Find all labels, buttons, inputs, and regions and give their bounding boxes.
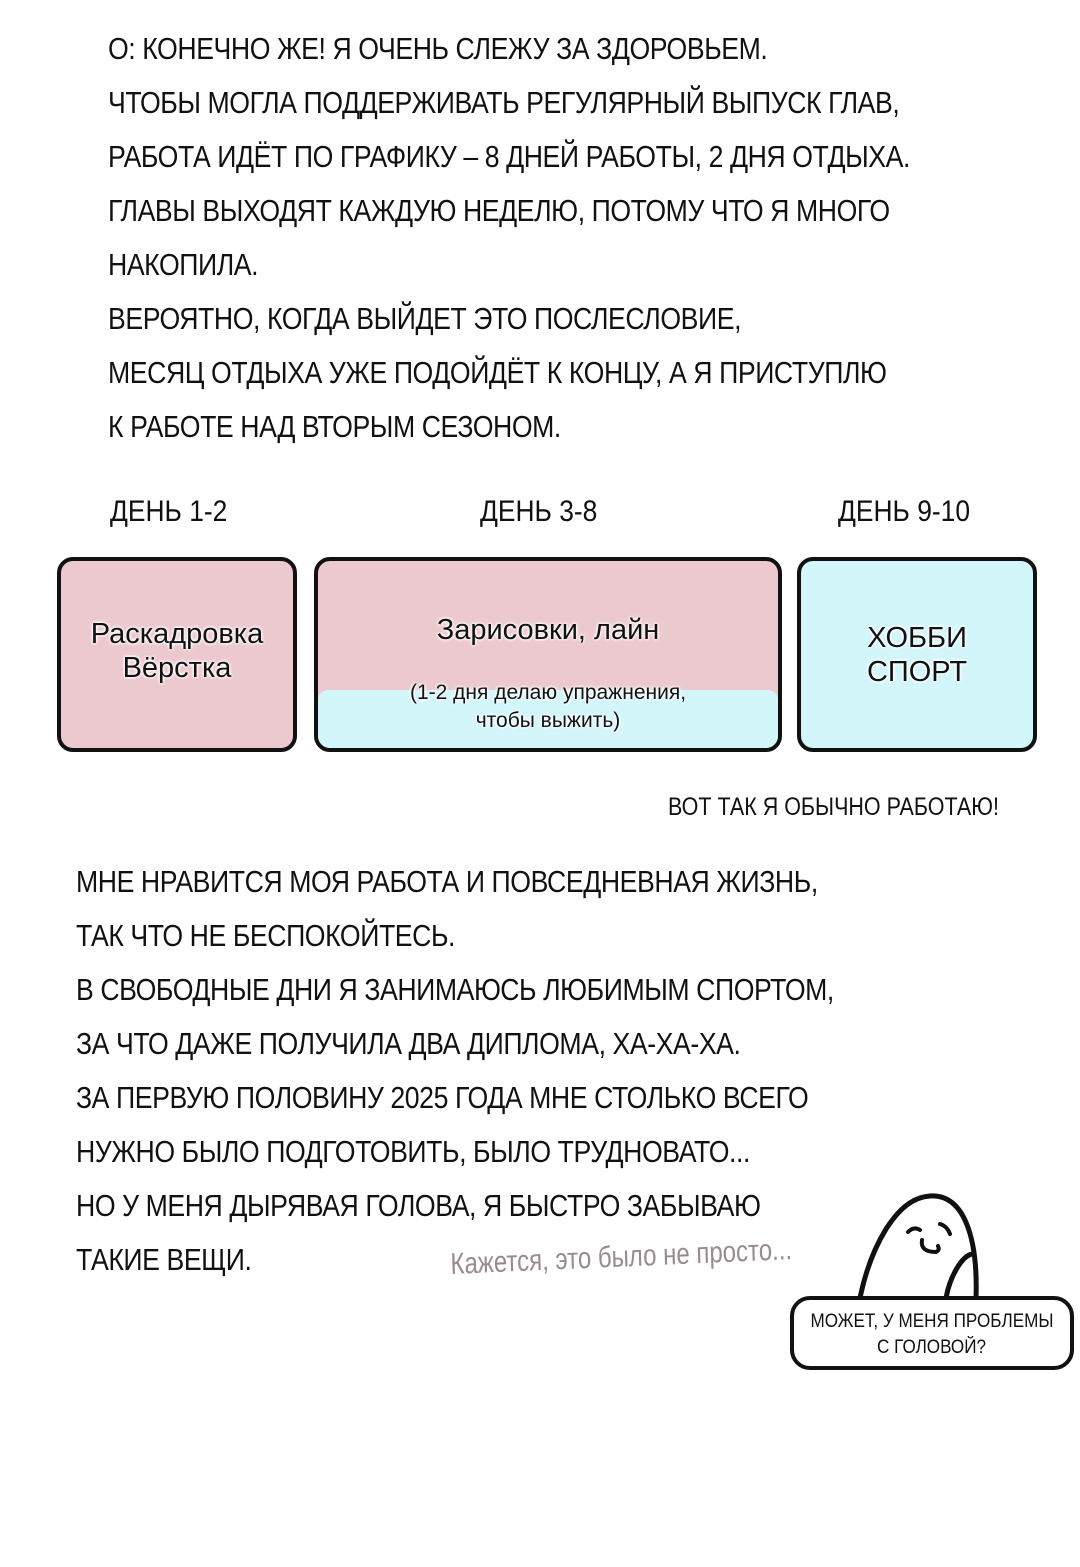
box-line: Спорт: [866, 656, 968, 688]
text-line: За первую половину 2025 года мне столько…: [76, 1080, 809, 1115]
box-line: Хобби: [867, 622, 967, 654]
schedule-box-sketching: Зарисовки, лайн (1-2 дня делаю упражнени…: [314, 557, 782, 752]
intro-paragraph: О: Конечно же! Я очень слежу за здоровье…: [108, 22, 910, 454]
day-label-2: ДЕНЬ 3-8: [480, 495, 598, 528]
schedule-box-storyboard: Раскадровка Вёрстка: [57, 557, 297, 752]
day-label-3: ДЕНЬ 9-10: [838, 495, 971, 528]
note-line: чтобы выжить): [475, 709, 621, 732]
box-label: Раскадровка Вёрстка: [61, 617, 293, 685]
box-label: Зарисовки, лайн: [436, 614, 660, 646]
day-label-1: ДЕНЬ 1-2: [110, 495, 228, 528]
speech-bubble: Может, у меня проблемы с головой?: [790, 1296, 1074, 1370]
box-label: Хобби Спорт: [801, 621, 1033, 689]
text-line: Главы выходят каждую неделю, потому что …: [108, 193, 890, 228]
text-line: О: Конечно же! Я очень слежу за здоровье…: [108, 31, 768, 66]
text-line: месяц отдыха уже подойдёт к концу, а я п…: [108, 355, 887, 390]
box-note: (1-2 дня делаю упражнения, чтобы выжить): [318, 679, 778, 735]
text-line: Но у меня дырявая голова, я быстро забыв…: [76, 1188, 761, 1223]
text-line: нужно было подготовить, было трудновато.…: [76, 1134, 750, 1169]
text-line: так что не беспокойтесь.: [76, 918, 456, 953]
outro-paragraph: Мне нравится моя работа и повседневная ж…: [76, 855, 834, 1287]
exercise-band: [318, 690, 778, 748]
text-line: В свободные дни я занимаюсь любимым спор…: [76, 972, 834, 1007]
text-line: Мне нравится моя работа и повседневная ж…: [76, 864, 818, 899]
box-line: Вёрстка: [122, 652, 232, 684]
text-line: такие вещи.: [76, 1242, 252, 1277]
bubble-line: Может, у меня проблемы: [810, 1311, 1054, 1332]
blob-character-icon: [857, 1193, 979, 1301]
schedule-box-hobby: Хобби Спорт: [797, 557, 1037, 752]
text-line: за что даже получила два диплома, ха-ха-…: [76, 1026, 741, 1061]
caption: Вот так я обычно работаю!: [668, 793, 999, 821]
bubble-line: с головой?: [877, 1337, 987, 1358]
box-line: Раскадровка: [90, 618, 264, 650]
text-line: к работе над вторым сезоном.: [108, 409, 561, 444]
note-line: (1-2 дня делаю упражнения,: [409, 681, 687, 704]
text-line: работа идёт по графику – 8 дней работы, …: [108, 139, 910, 174]
text-line: Чтобы могла поддерживать регулярный выпу…: [108, 85, 900, 120]
text-line: накопила.: [108, 247, 259, 282]
text-line: Вероятно, когда выйдет это послесловие,: [108, 301, 742, 336]
